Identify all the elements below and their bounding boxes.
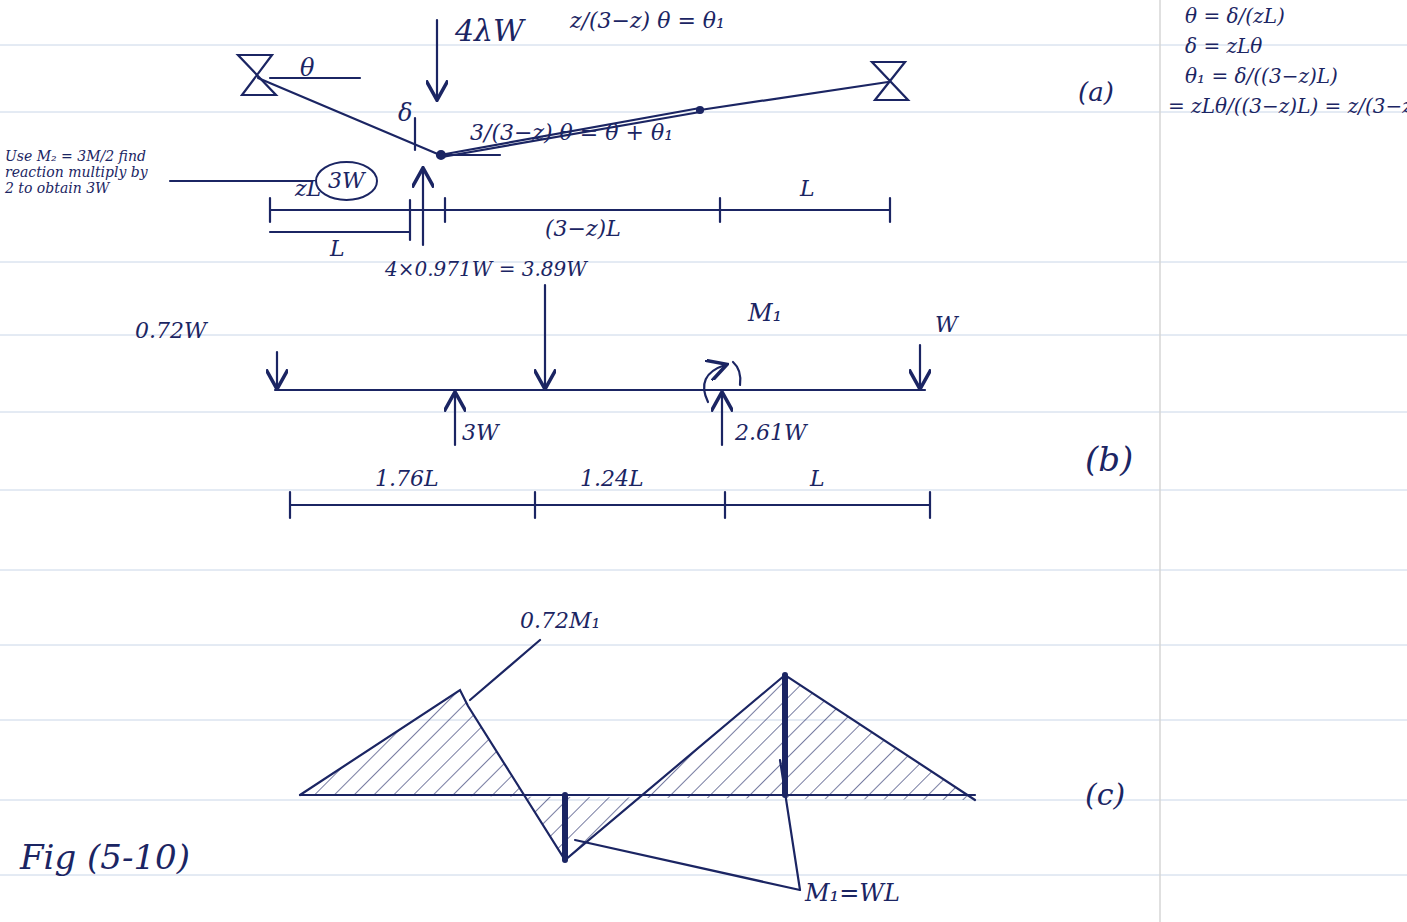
handwritten-label: z/(3−z) θ = θ₁ (570, 8, 725, 33)
handwritten-label: = zLθ/((3−z)L) = z/(3−z) θ (1168, 95, 1407, 118)
handwritten-label: 0.72M₁ (520, 608, 600, 633)
handwritten-label: W (935, 312, 958, 337)
handwritten-label: M₁=WL (805, 880, 900, 908)
node-text: 3W (328, 168, 365, 193)
circled-reaction: 3W (314, 160, 379, 202)
handwritten-label: (b) (1085, 440, 1133, 479)
handwritten-label: 2.61W (735, 420, 807, 445)
handwritten-label: δ (398, 100, 412, 128)
handwritten-label: (c) (1085, 778, 1125, 813)
handwritten-label: 4×0.971W = 3.89W (385, 258, 587, 281)
handwritten-label: θ (300, 55, 314, 83)
handwritten-label: M₁ (748, 300, 782, 328)
handwritten-label: (a) (1078, 78, 1114, 108)
handwritten-label: L (330, 236, 345, 261)
handwritten-label: θ = δ/(zL) (1185, 5, 1285, 28)
handwritten-label: θ₁ = δ/((3−z)L) (1185, 65, 1338, 88)
handwritten-label: L (810, 466, 825, 491)
handwritten-label: 1.24L (580, 466, 644, 491)
handwritten-label: 1.76L (375, 466, 439, 491)
handwritten-label: Fig (5-10) (20, 838, 190, 877)
handwritten-label: 0.72W (135, 318, 207, 343)
handwritten-label: δ = zLθ (1185, 35, 1262, 58)
handwritten-label: 3/(3−z) θ = θ + θ₁ (470, 120, 673, 145)
handwritten-label: 4λW (455, 14, 524, 49)
handwritten-label: L (800, 176, 815, 201)
handwritten-label: 3W (462, 420, 499, 445)
margin-note: Use M₂ = 3M/2 find reaction multiply by … (5, 148, 155, 196)
handwritten-label: (3−z)L (545, 216, 621, 241)
